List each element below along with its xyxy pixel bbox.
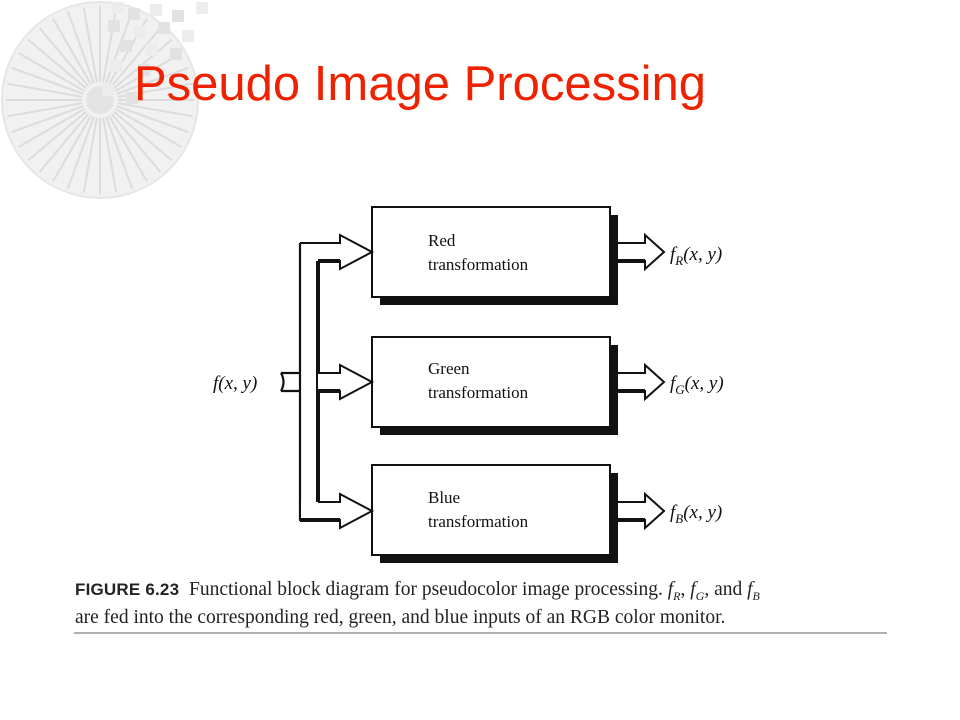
- sunburst-ray: [110, 27, 162, 87]
- pixel-square: [108, 20, 120, 32]
- pixel-square: [182, 30, 194, 42]
- green-row: Green transformation fG(x, y): [318, 336, 724, 435]
- sunburst-ray: [82, 7, 98, 83]
- caption-line-1: FIGURE 6.23 Functional block diagram for…: [75, 579, 895, 607]
- sunburst-ray: [113, 110, 173, 162]
- sunburst-ray: [105, 116, 134, 189]
- figure-label: FIGURE 6.23: [75, 580, 180, 599]
- pixel-square: [158, 22, 170, 34]
- sunburst-ray: [82, 117, 98, 193]
- pixel-square: [170, 48, 182, 60]
- pixel-square: [110, 60, 122, 72]
- sunburst-ray: [11, 66, 84, 95]
- caption-sub-g: G: [695, 588, 705, 603]
- sunburst-ray: [7, 102, 83, 118]
- pixel-square: [134, 26, 146, 38]
- red-transformation-block: [371, 206, 611, 298]
- sunburst-ray: [52, 115, 92, 182]
- pixel-square: [172, 10, 184, 22]
- sunburst-ray: [115, 108, 182, 148]
- pixel-square: [146, 44, 158, 56]
- pixel-square: [102, 84, 114, 96]
- slide-title: Pseudo Image Processing: [134, 57, 706, 111]
- sunburst-ray: [27, 38, 87, 90]
- sunburst-ray: [38, 113, 90, 173]
- figure-caption: FIGURE 6.23 Functional block diagram for…: [75, 579, 895, 628]
- red-row: Red transformation fR(x, y): [300, 206, 722, 305]
- green-output-arrow: [618, 362, 666, 402]
- green-input-arrow: [318, 363, 375, 401]
- blue-output-label: fB(x, y): [670, 502, 722, 526]
- pixel-square: [120, 40, 132, 52]
- sunburst-ray: [117, 102, 193, 118]
- caption-sub-b: B: [752, 588, 760, 603]
- sunburst-ray: [66, 11, 95, 84]
- pixel-square: [112, 2, 124, 14]
- caption-sub-r: R: [673, 588, 681, 603]
- caption-and: , and: [704, 579, 743, 600]
- sunburst-ray: [66, 116, 95, 189]
- blue-block-line2: transformation: [428, 512, 529, 531]
- input-distribution: [280, 243, 320, 520]
- sunburst-ray: [27, 110, 87, 162]
- green-output-label: fG(x, y): [670, 373, 724, 397]
- blue-input-arrow: [299, 492, 375, 530]
- caption-line-2: are fed into the corresponding red, gree…: [75, 606, 726, 628]
- red-block-line1: Red: [428, 231, 456, 250]
- pixel-square: [138, 64, 150, 76]
- caption-divider: [74, 632, 887, 634]
- blue-transformation-block: [371, 464, 611, 556]
- sunburst-ray: [7, 82, 83, 98]
- sunburst-ray: [102, 7, 118, 83]
- sunburst-ray: [38, 27, 90, 87]
- sunburst-ray: [102, 117, 118, 193]
- pixel-square: [126, 92, 138, 104]
- pixel-square: [150, 4, 162, 16]
- green-transformation-block: [371, 336, 611, 428]
- red-block-line2: transformation: [428, 255, 529, 274]
- sunburst-ray: [11, 105, 84, 134]
- sunburst-ray: [52, 18, 92, 85]
- green-block-line1: Green: [428, 359, 470, 378]
- blue-row: Blue transformation fB(x, y): [299, 464, 722, 563]
- sunburst-ray: [116, 66, 189, 95]
- pixel-squares-decoration: [102, 2, 208, 104]
- caption-f-b: f: [747, 579, 753, 600]
- sunburst-ray: [18, 108, 85, 148]
- red-input-arrow: [300, 233, 375, 271]
- sunburst-ray: [110, 113, 162, 173]
- blue-output-arrow: [618, 491, 666, 531]
- caption-comma-1: ,: [680, 579, 686, 600]
- sunburst-ray: [116, 105, 189, 134]
- green-block-line2: transformation: [428, 383, 529, 402]
- sunburst-ray: [108, 115, 148, 182]
- input-label: f(x, y): [213, 373, 257, 394]
- pixel-square: [128, 8, 140, 20]
- sunburst-ray: [18, 52, 85, 92]
- red-output-arrow: [618, 232, 666, 272]
- blue-block-line1: Blue: [428, 488, 460, 507]
- red-output-label: fR(x, y): [670, 244, 722, 268]
- caption-text-1: Functional block diagram for pseudocolor…: [188, 579, 663, 600]
- caption-f-r: f: [667, 579, 674, 600]
- caption-f-g: f: [690, 579, 696, 600]
- pixel-square: [196, 2, 208, 14]
